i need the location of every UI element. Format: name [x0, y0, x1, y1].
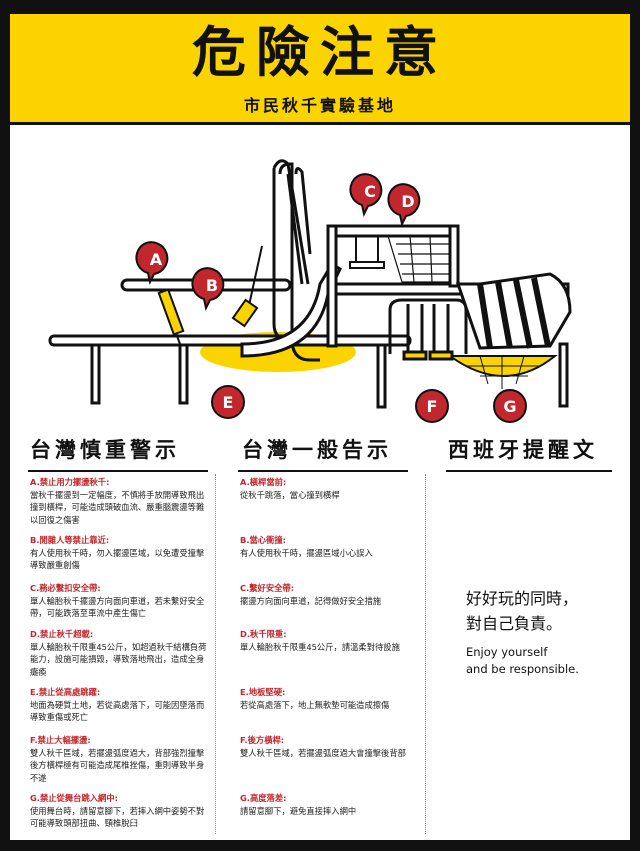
item-title: D.禁止秋千超載:	[30, 629, 94, 639]
column-divider-1	[215, 474, 216, 834]
general-item-d: D.秋千限重: 單人輪胎秋千限重45公斤，請溫柔對待設施	[240, 628, 418, 653]
general-item-e: E.地板堅硬: 若從高處落下，地上無軟墊可能造成擦傷	[240, 686, 418, 711]
heading-spain: 西班牙提醒文	[448, 438, 598, 462]
item-title: F.禁止大幅擺盪:	[30, 735, 91, 745]
poster-subtitle: 市民秋千實驗基地	[243, 96, 396, 115]
general-item-b: B.當心衝撞: 有人使用秋千時，擺盪區域小心誤入	[240, 534, 418, 559]
swing-seat-a	[157, 288, 185, 336]
marker-g: G	[493, 389, 527, 423]
serious-item-b: B.閒雜人等禁止靠近: 有人使用秋千時，勿入擺盪區域，以免遭受撞擊導致嚴重創傷	[30, 534, 208, 572]
marker-label-b: B	[206, 276, 218, 295]
serious-item-e: E.禁止從高處跳躍: 地面為硬質土地，若從高處落下，可能因墜落而導致重傷或死亡	[30, 686, 208, 724]
marker-f: F	[415, 389, 449, 423]
item-body: 雙人秋千區域，若擺盪弧度過大會撞擊後背部	[240, 747, 406, 758]
general-item-f: F.後方橫桿: 雙人秋千區域，若擺盪弧度過大會撞擊後背部	[240, 734, 418, 759]
item-body: 單人輪胎秋千擺盪方向面向車道，若未繫好安全帶，可能跌落至車流中產生傷亡	[30, 595, 205, 619]
item-title: D.秋千限重:	[240, 629, 287, 639]
marker-label-f: F	[427, 397, 438, 416]
marker-label-d: D	[401, 192, 414, 211]
poster-title: 危險注意	[192, 21, 448, 84]
heading-taiwan-general: 台灣一般告示	[242, 438, 392, 462]
item-title: C.繫好安全帶:	[240, 583, 295, 593]
item-title: A.禁止用力擺盪秋千:	[30, 477, 110, 487]
marker-e: E	[211, 385, 245, 419]
marker-label-c: C	[364, 182, 376, 201]
item-title: E.地板堅硬:	[240, 687, 286, 697]
general-item-a: A.橫桿當前: 從秋千跳落，當心撞到橫桿	[240, 476, 418, 501]
marker-label-e: E	[223, 393, 234, 412]
heading-rule-2	[238, 470, 408, 472]
item-body: 請留意腳下，避免直接摔入網中	[240, 805, 357, 816]
item-title: G.禁止從舞台跳入網中:	[30, 793, 118, 803]
marker-c: C	[349, 173, 383, 217]
item-title: G.高度落差:	[240, 793, 287, 803]
item-body: 單人輪胎秋千限重45公斤，請溫柔對待設施	[240, 641, 400, 652]
spain-quote: 好好玩的同時， 對自己負責。 Enjoy yourself and be resp…	[466, 586, 626, 678]
item-title: C.務必繫扣安全帶:	[30, 583, 101, 593]
swing-seat-b	[231, 298, 259, 328]
item-body: 使用舞台時，請留意腳下，若摔入網中姿勢不對可能導致頭部扭曲、頸椎脫臼	[30, 805, 205, 829]
quote-zh-line-1: 好好玩的同時，	[466, 589, 579, 608]
marker-d: D	[387, 183, 421, 227]
quote-en: Enjoy yourself and be responsible.	[466, 644, 626, 678]
serious-item-c: C.務必繫扣安全帶: 單人輪胎秋千擺盪方向面向車道，若未繫好安全帶，可能跌落至車流…	[30, 582, 208, 620]
marker-label-a: A	[150, 250, 163, 269]
item-body: 有人使用秋千時，擺盪區域小心誤入	[240, 547, 373, 558]
serious-item-g: G.禁止從舞台跳入網中: 使用舞台時，請留意腳下，若摔入網中姿勢不對可能導致頭部扭…	[30, 792, 208, 830]
item-body: 地面為硬質土地，若從高處落下，可能因墜落而導致重傷或死亡	[30, 699, 205, 723]
serious-item-d: D.禁止秋千超載: 單人輪胎秋千限重45公斤，如超過秋千結構負荷能力，設施可能損毀…	[30, 628, 208, 678]
item-body: 單人輪胎秋千限重45公斤，如超過秋千結構負荷能力，設施可能損毀，導致落地飛出，造…	[30, 641, 207, 677]
heading-rule-3	[446, 470, 612, 472]
poster: 危險注意 市民秋千實驗基地	[10, 14, 630, 840]
title-banner: 危險注意 市民秋千實驗基地	[10, 14, 630, 125]
heading-taiwan-serious: 台灣慎重警示	[30, 438, 180, 462]
item-title: F.後方橫桿:	[240, 735, 285, 745]
item-body: 從秋千跳落，當心撞到橫桿	[240, 489, 340, 500]
serious-item-f: F.禁止大幅擺盪: 雙人秋千區域，若擺盪弧度過大，背部強烈撞擊後方橫桿極有可能造成…	[30, 734, 208, 784]
marker-label-g: G	[503, 397, 516, 416]
item-title: A.橫桿當前:	[240, 477, 287, 487]
general-item-c: C.繫好安全帶: 擺盪方向面向車道，記得做好安全措施	[240, 582, 418, 607]
marker-b: B	[191, 267, 225, 311]
serious-item-a: A.禁止用力擺盪秋千: 當秋千擺盪到一定幅度，不慎將手放開導致飛出撞到橫桿，可能造…	[30, 476, 208, 526]
marker-a: A	[135, 241, 169, 285]
item-body: 當秋千擺盪到一定幅度，不慎將手放開導致飛出撞到橫桿，可能造成頭破血流、嚴重腦震盪…	[30, 489, 205, 525]
playground-illustration: A B C D E F G	[48, 159, 572, 423]
item-title: E.禁止從高處跳躍:	[30, 687, 101, 697]
heading-rule-1	[28, 470, 208, 472]
item-body: 雙人秋千區域，若擺盪弧度過大，背部強烈撞擊後方橫桿極有可能造成尾椎挫傷，重則導致…	[30, 747, 205, 783]
general-item-g: G.高度落差: 請留意腳下，避免直接摔入網中	[240, 792, 418, 817]
column-divider-2	[425, 474, 426, 834]
item-body: 擺盪方向面向車道，記得做好安全措施	[240, 595, 382, 606]
item-body: 若從高處落下，地上無軟墊可能造成擦傷	[240, 699, 390, 710]
item-title: B.閒雜人等禁止靠近:	[30, 535, 110, 545]
quote-en-line-2: and be responsible.	[466, 662, 579, 676]
item-body: 有人使用秋千時，勿入擺盪區域，以免遭受撞擊導致嚴重創傷	[30, 547, 205, 571]
quote-en-line-1: Enjoy yourself	[466, 645, 548, 659]
quote-zh-line-2: 對自己負責。	[466, 614, 563, 633]
item-title: B.當心衝撞:	[240, 535, 286, 545]
